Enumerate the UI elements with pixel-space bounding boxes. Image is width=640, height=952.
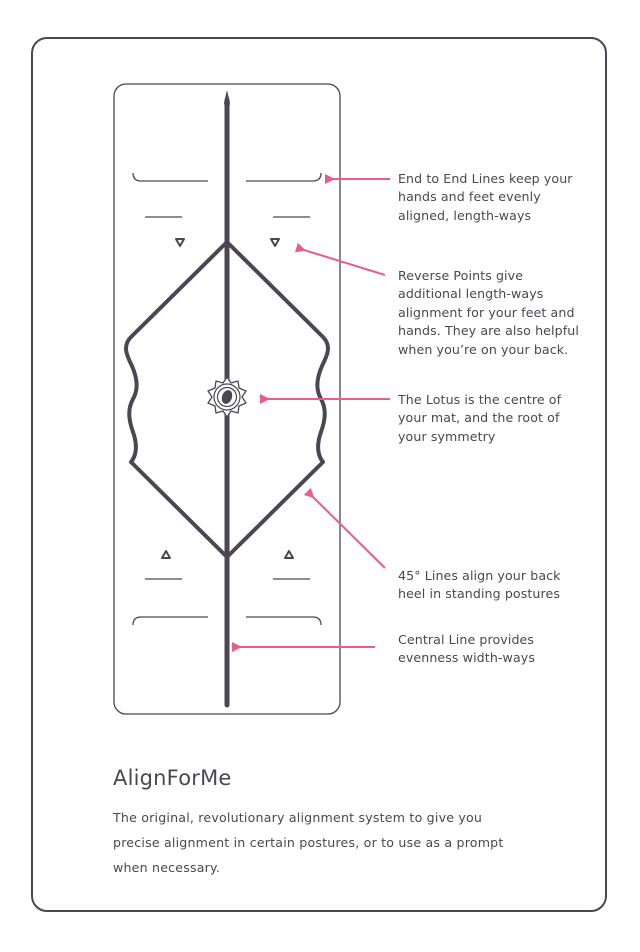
callout-45-lines: 45° Lines align your back heel in standi… [398,568,561,602]
lotus-icon [207,376,247,418]
reverse-point-top-left [175,238,185,247]
end-to-end-line-top-left [132,172,208,182]
callout-reverse-points: Reverse Points give additional length-wa… [398,268,579,357]
reverse-point-bottom-left [161,550,171,559]
reverse-point-top-right [270,238,280,247]
callout-central-line: Central Line provides evenness width-way… [398,632,535,666]
page-title: AlignForMe [113,766,232,790]
callout-end-to-end: End to End Lines keep your hands and fee… [398,171,573,223]
reverse-point-bottom-right [284,550,294,559]
arrow-45-lines [303,487,386,569]
callout-lotus: The Lotus is the centre of your mat, and… [398,392,562,444]
end-to-end-line-top-right [246,172,322,182]
central-line-tip [224,90,230,118]
description-text: The original, revolutionary alignment sy… [113,810,504,875]
end-to-end-line-bottom-left [132,616,208,626]
end-to-end-line-bottom-right [246,616,322,626]
45-degree-lines [124,240,330,559]
info-card [31,37,607,912]
arrow-reverse-points [294,242,386,276]
